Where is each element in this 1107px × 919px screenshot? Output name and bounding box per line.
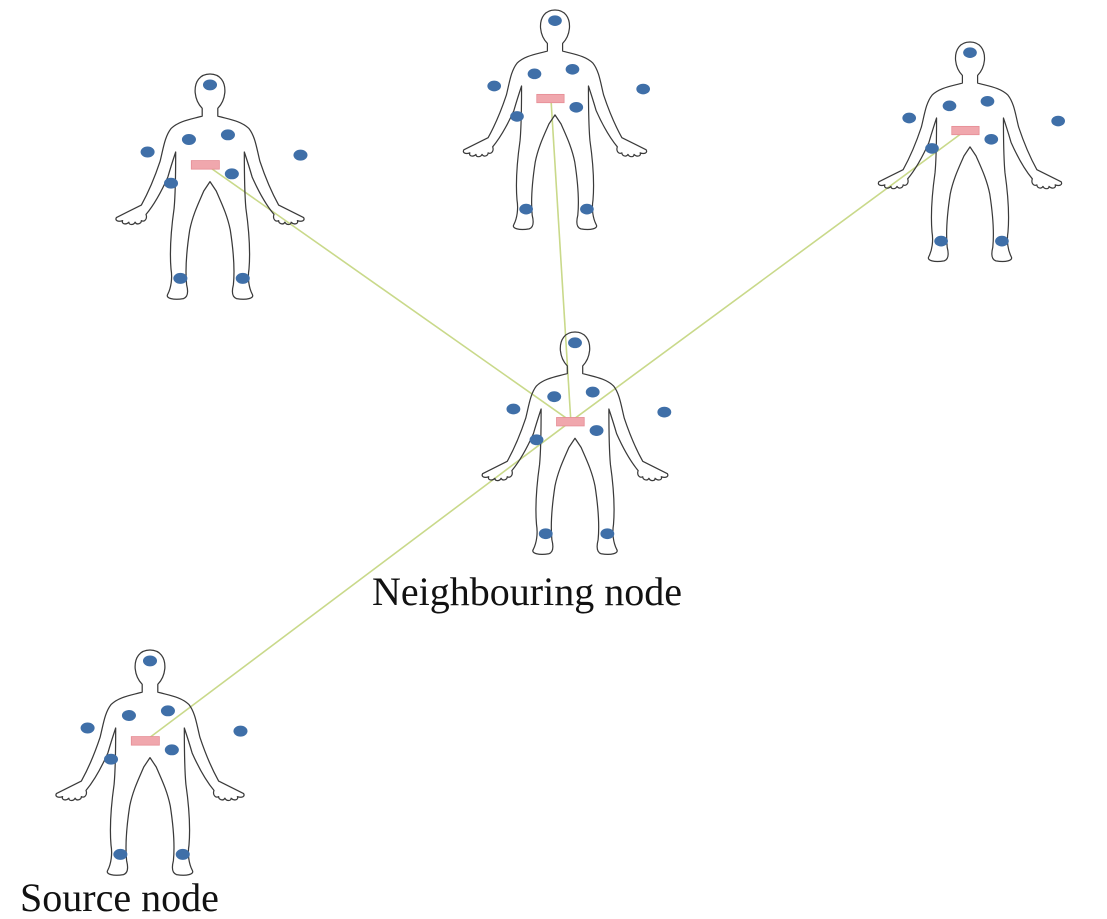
body-outline xyxy=(481,331,669,555)
sensor-node xyxy=(506,403,521,415)
sensor-node xyxy=(600,528,615,540)
sensor-node xyxy=(548,15,562,26)
source-body xyxy=(55,649,248,876)
sensor-node xyxy=(963,47,977,58)
sensor-node xyxy=(181,134,196,145)
sensor-node xyxy=(636,83,650,95)
sensor-node xyxy=(984,133,999,145)
sensor-node xyxy=(589,425,604,436)
sensor-node xyxy=(902,112,917,124)
sensor-node xyxy=(224,168,239,180)
sensor-node xyxy=(529,434,544,446)
coordinator-node xyxy=(556,417,585,427)
bodies xyxy=(55,9,1065,876)
link-neighbouring-body-to-top-left-body xyxy=(205,163,572,422)
sensor-node xyxy=(164,744,179,756)
sensor-node xyxy=(140,146,155,158)
body-outline xyxy=(115,73,305,300)
source-node-label: Source node xyxy=(20,875,219,919)
sensor-node xyxy=(202,79,218,91)
body-outline xyxy=(55,649,245,876)
coordinator-node xyxy=(536,93,565,104)
sensor-node xyxy=(121,710,136,721)
sensor-node xyxy=(233,725,248,737)
coordinator-node xyxy=(130,736,160,746)
sensor-node xyxy=(934,235,948,247)
top-right-body xyxy=(877,41,1065,263)
sensor-node xyxy=(293,149,308,161)
sensor-node xyxy=(175,848,190,860)
sensor-node xyxy=(568,337,582,349)
sensor-node xyxy=(173,272,188,284)
body-outline xyxy=(877,41,1063,263)
sensor-node xyxy=(565,63,580,75)
link-neighbouring-body-to-top-right-body xyxy=(570,129,967,422)
top-left-body xyxy=(115,73,308,300)
sensor-node xyxy=(1051,115,1065,127)
link-source-body-to-neighbouring-body xyxy=(145,420,572,742)
sensor-node xyxy=(657,406,672,418)
sensor-node xyxy=(569,101,584,113)
sensor-node xyxy=(980,95,995,107)
sensor-node xyxy=(585,386,600,398)
sensor-node xyxy=(103,753,119,765)
sensor-node xyxy=(580,203,594,215)
sensor-node xyxy=(538,528,553,540)
sensor-node xyxy=(487,80,502,92)
sensor-node xyxy=(142,655,158,667)
neighbouring-node-label: Neighbouring node xyxy=(372,569,682,614)
sensor-node xyxy=(510,111,524,122)
sensor-node xyxy=(942,100,957,112)
sensor-node xyxy=(527,68,542,80)
sensor-node xyxy=(925,143,939,154)
top-center-body xyxy=(462,9,650,231)
sensor-node xyxy=(995,235,1009,247)
sensor-node xyxy=(160,705,175,717)
sensor-node xyxy=(113,848,128,860)
coordinator-node xyxy=(190,160,220,170)
link-lines xyxy=(145,98,967,742)
sensor-node xyxy=(235,272,250,284)
sensor-node xyxy=(80,722,95,734)
sensor-node xyxy=(220,129,235,141)
coordinator-node xyxy=(951,125,980,136)
neighbouring-body xyxy=(481,331,672,555)
sensor-node xyxy=(519,203,533,215)
body-outline xyxy=(462,9,648,231)
sensor-node xyxy=(163,177,179,189)
sensor-node xyxy=(547,391,562,403)
